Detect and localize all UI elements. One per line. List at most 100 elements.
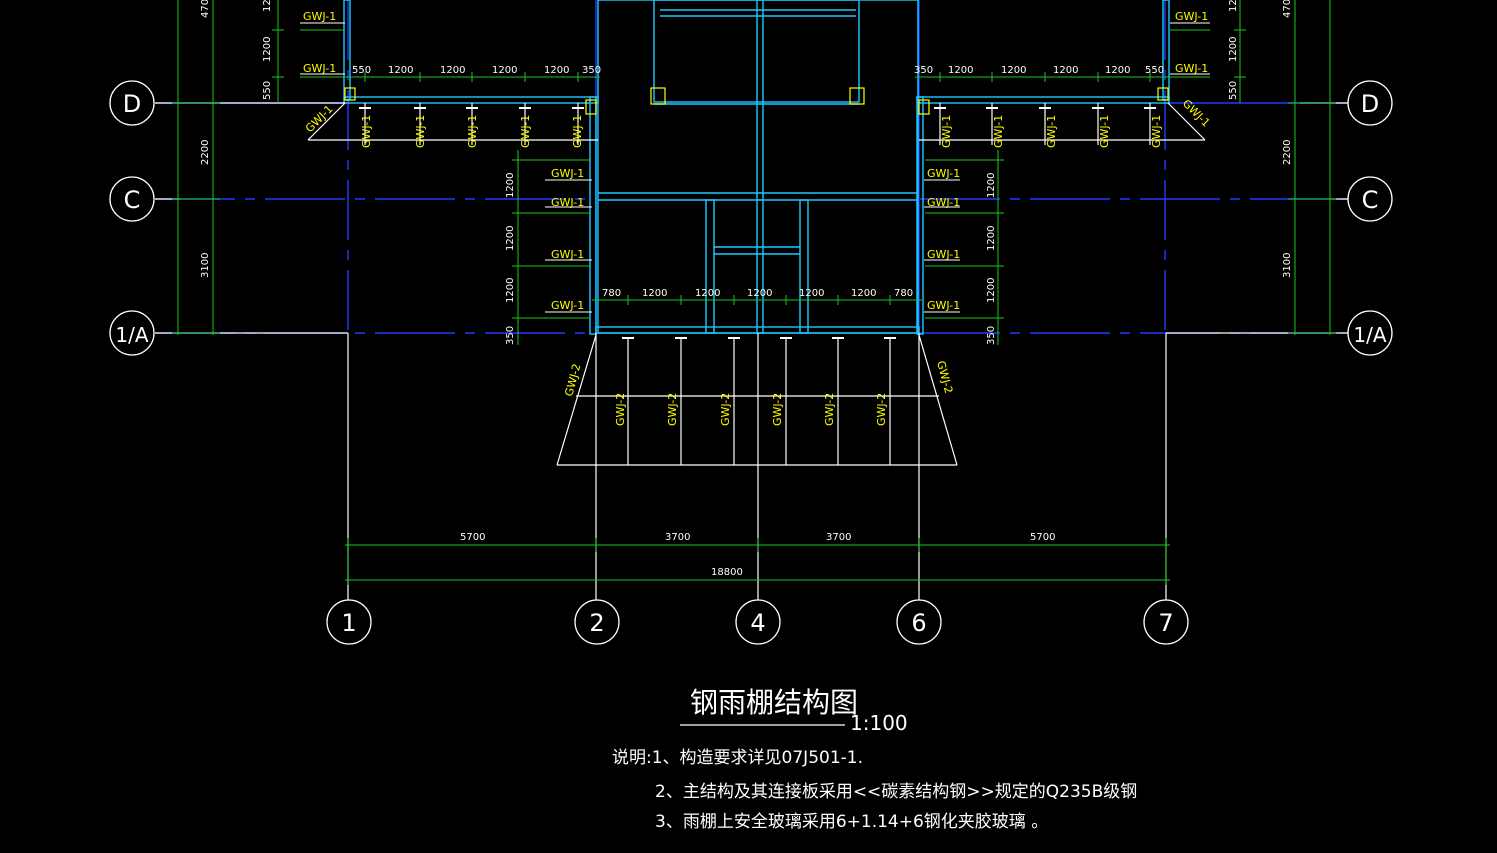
drawing-scale: 1:100 — [850, 711, 908, 735]
dim-text: 3100 — [200, 253, 211, 278]
axis-label-2: 2 — [589, 609, 604, 637]
member-label: GWJ-1 — [927, 167, 960, 180]
axis-bubble-c-right — [1347, 176, 1393, 222]
member-label: GWJ-1 — [360, 115, 373, 148]
dim-text: 5700 — [460, 532, 485, 543]
dim-text: 120 — [1228, 0, 1239, 12]
dim-text: 1200 — [262, 37, 273, 62]
dim-text: 1200 — [505, 278, 516, 303]
axis-label-d-right: D — [1361, 90, 1379, 118]
member-label: GWJ-1 — [571, 115, 584, 148]
dim-text: 1200 — [544, 65, 569, 76]
dim-text: 780 — [602, 288, 621, 299]
axis-bubble-6 — [896, 599, 942, 645]
member-label: GWJ-1 — [551, 167, 584, 180]
axis-label-6: 6 — [911, 609, 926, 637]
member-label: GWJ-1 — [303, 10, 336, 23]
dim-text: 1200 — [851, 288, 876, 299]
column-axis-bubbles: 1 2 4 6 7 — [326, 599, 1189, 645]
axis-label-1a: 1/A — [115, 323, 148, 347]
member-label: GWJ-1 — [1098, 115, 1111, 148]
member-label: GWJ-2 — [614, 393, 627, 426]
member-label: GWJ-1 — [927, 196, 960, 209]
dim-text: 120 — [262, 0, 273, 12]
dim-text: 350 — [914, 65, 933, 76]
axis-label-c-right: C — [1362, 186, 1379, 214]
dimension-lines — [172, 0, 1336, 585]
axis-bubble-1 — [326, 599, 372, 645]
dim-text: 780 — [894, 288, 913, 299]
axis-label-c: C — [124, 186, 141, 214]
dim-text: 1200 — [642, 288, 667, 299]
canopy-outlines — [155, 102, 1348, 600]
member-label: GWJ-2 — [562, 362, 583, 397]
axis-bubble-d — [109, 80, 155, 126]
member-label: GWJ-1 — [1175, 10, 1208, 23]
dim-text: 1200 — [505, 173, 516, 198]
member-label: GWJ-1 — [551, 299, 584, 312]
dim-text: 5700 — [1030, 532, 1055, 543]
dim-text: 2200 — [200, 140, 211, 165]
axis-bubble-1a — [109, 310, 155, 356]
member-label: GWJ-1 — [519, 115, 532, 148]
member-label: GWJ-1 — [551, 196, 584, 209]
axis-label-1a-right: 1/A — [1353, 323, 1386, 347]
note-3: 3、雨棚上安全玻璃采用6+1.14+6钢化夹胶玻璃 。 — [655, 812, 1048, 832]
dim-text: 350 — [505, 326, 516, 345]
axis-bubble-c — [109, 176, 155, 222]
dim-text: 350 — [986, 326, 997, 345]
axis-label-7: 7 — [1158, 609, 1173, 637]
axis-bubble-1a-right — [1347, 310, 1393, 356]
dim-text: 1200 — [986, 173, 997, 198]
dimension-texts: 550 1200 1200 1200 1200 350 350 1200 120… — [200, 0, 1293, 578]
member-label: GWJ-2 — [875, 393, 888, 426]
member-label: GWJ-1 — [1180, 97, 1213, 130]
drawing-title: 钢雨棚结构图 — [690, 686, 858, 719]
axis-bubble-4 — [735, 599, 781, 645]
dim-text: 3700 — [665, 532, 690, 543]
dim-text: 550 — [1228, 81, 1239, 100]
dim-text: 18800 — [711, 567, 743, 578]
notes-block: 说明:1、构造要求详见07J501-1. 2、主结构及其连接板采用<<碳素结构钢… — [612, 748, 1137, 832]
title-block: 钢雨棚结构图 1:100 — [680, 686, 908, 735]
row-axis-bubbles: D C 1/A D C 1/A — [109, 80, 1393, 356]
member-label: GWJ-1 — [466, 115, 479, 148]
dim-text: 3100 — [1282, 253, 1293, 278]
dim-text: 1200 — [1105, 65, 1130, 76]
dim-text: 550 — [262, 81, 273, 100]
axis-label-d: D — [123, 90, 141, 118]
dim-text: 470 — [200, 0, 211, 18]
building-structure — [343, 0, 1170, 335]
member-label: GWJ-1 — [992, 115, 1005, 148]
axis-bubble-7 — [1143, 599, 1189, 645]
dim-text: 1200 — [948, 65, 973, 76]
dim-text: 1200 — [440, 65, 465, 76]
dim-text: 1200 — [986, 226, 997, 251]
axis-label-1: 1 — [341, 609, 356, 637]
member-label: GWJ-1 — [414, 115, 427, 148]
member-labels: GWJ-1 GWJ-1 GWJ-1 GWJ-1 GWJ-1 GWJ-1 GWJ-… — [303, 10, 1213, 426]
member-label: GWJ-1 — [551, 248, 584, 261]
dim-text: 2200 — [1282, 140, 1293, 165]
dim-text: 1200 — [505, 226, 516, 251]
member-label: GWJ-1 — [303, 62, 336, 75]
dim-text: 550 — [1145, 65, 1164, 76]
dim-text: 1200 — [388, 65, 413, 76]
member-label: GWJ-1 — [927, 248, 960, 261]
dim-text: 350 — [582, 65, 601, 76]
axis-bubble-d-right — [1347, 80, 1393, 126]
member-label: GWJ-2 — [823, 393, 836, 426]
dim-text: 3700 — [826, 532, 851, 543]
dim-text: 1200 — [1053, 65, 1078, 76]
member-label: GWJ-1 — [1150, 115, 1163, 148]
dim-text: 1200 — [492, 65, 517, 76]
dim-text: 1200 — [695, 288, 720, 299]
member-label: GWJ-1 — [940, 115, 953, 148]
axis-label-4: 4 — [750, 609, 765, 637]
dim-text: 1200 — [799, 288, 824, 299]
axis-bubble-2 — [574, 599, 620, 645]
member-label: GWJ-1 — [1045, 115, 1058, 148]
member-label: GWJ-2 — [771, 393, 784, 426]
